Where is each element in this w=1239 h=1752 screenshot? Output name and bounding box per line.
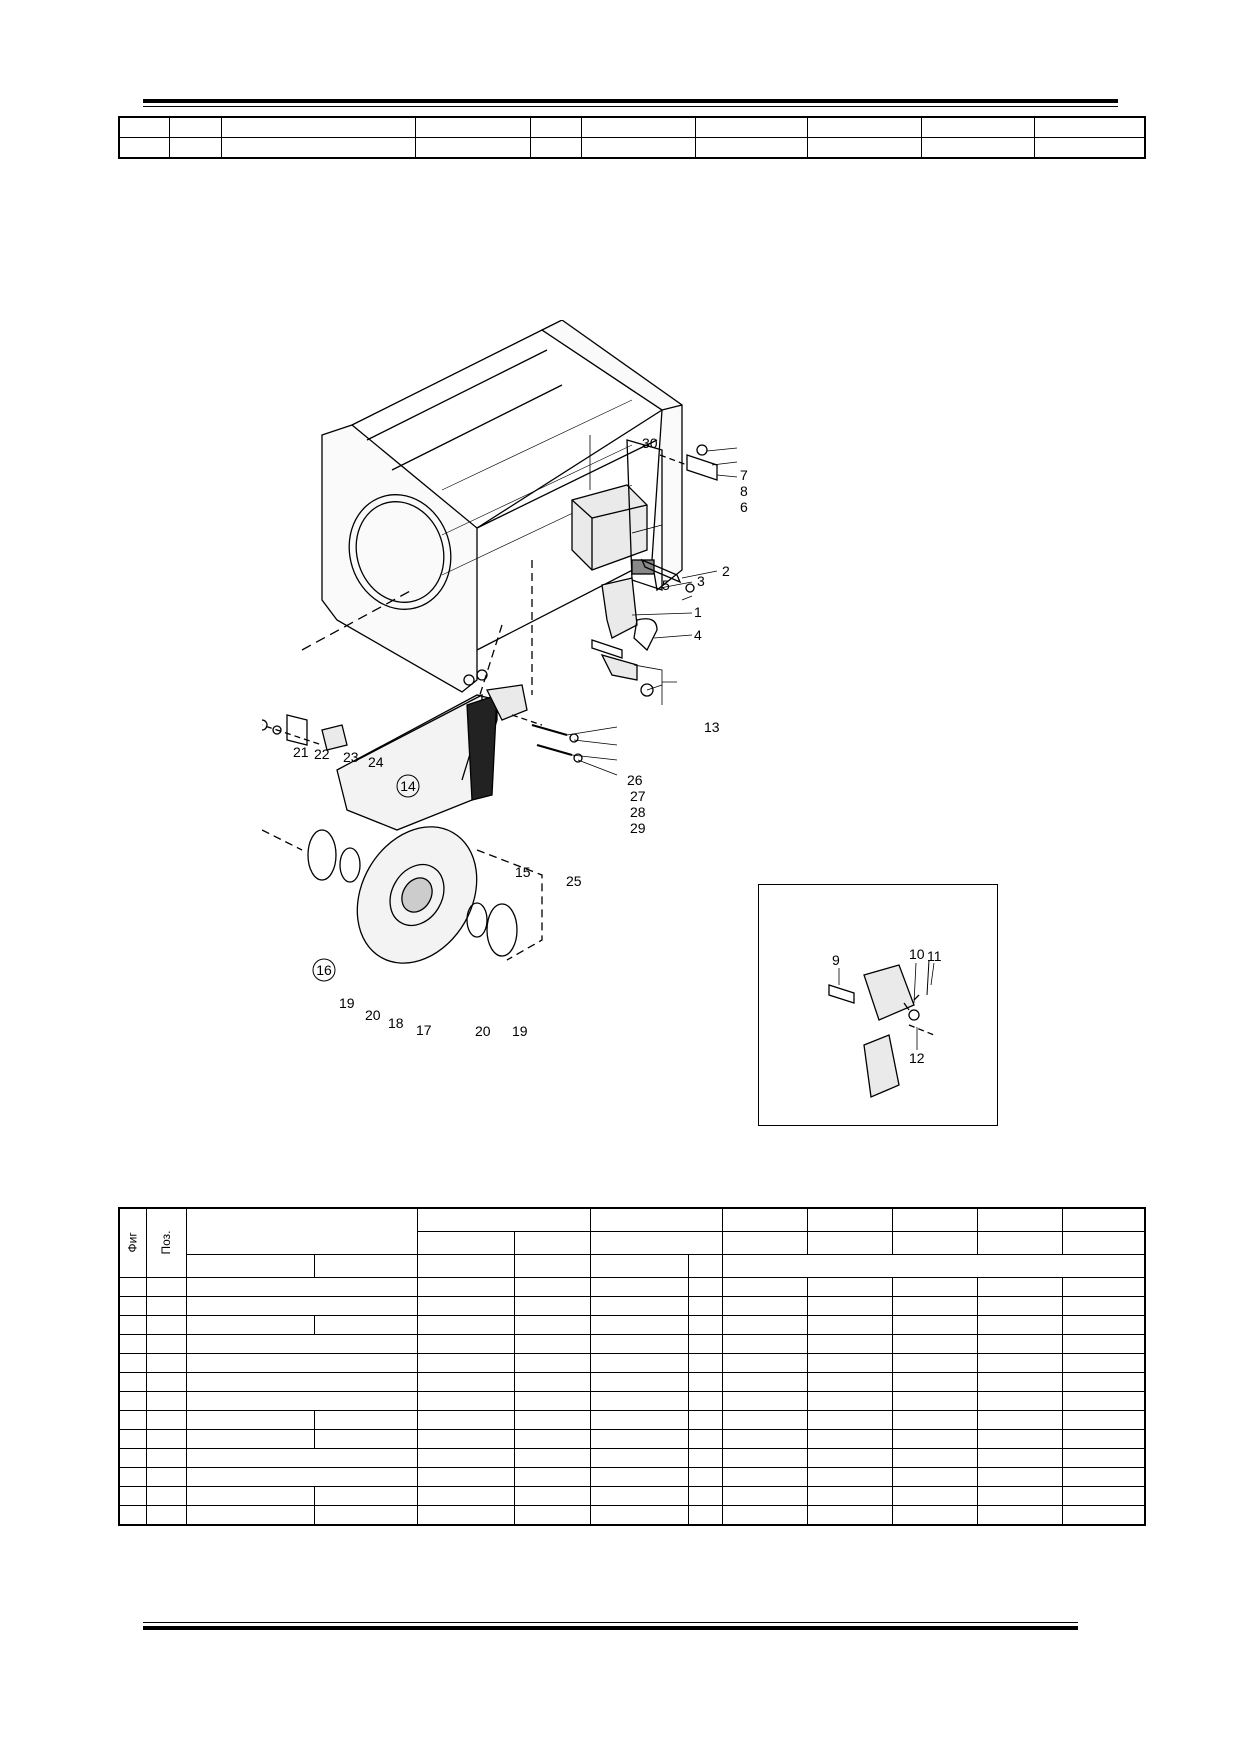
- footer-rule-thin: [143, 1622, 1078, 1623]
- callout-11: 11: [927, 948, 942, 964]
- callout-20-right: 20: [475, 1023, 491, 1039]
- callout-3: 3: [697, 573, 705, 589]
- callout-6: 6: [740, 499, 748, 515]
- table-row: [118, 1277, 1146, 1297]
- table-row: [118, 1486, 1146, 1506]
- table-row: [118, 1296, 1146, 1316]
- callout-9: 9: [832, 952, 840, 968]
- parts-table-header-row: Фиг Поз.: [119, 1207, 1146, 1278]
- table-row: [118, 1410, 1146, 1430]
- callout-17: 17: [416, 1022, 432, 1038]
- column-header-figure: Фиг: [119, 1208, 146, 1278]
- footer-rule-thick: [143, 1626, 1078, 1630]
- callout-23: 23: [343, 749, 359, 765]
- header-table-row: [118, 137, 1146, 159]
- callout-13: 13: [704, 719, 720, 735]
- parts-table-header-row: [119, 1231, 1146, 1255]
- column-header-position: Поз.: [146, 1208, 186, 1278]
- callout-24: 24: [368, 754, 384, 770]
- callout-26: 26: [627, 772, 643, 788]
- callout-1: 1: [694, 604, 702, 620]
- callout-2: 2: [722, 563, 730, 579]
- callout-14: 14: [400, 778, 416, 794]
- table-row: [118, 1353, 1146, 1373]
- callout-22: 22: [314, 746, 330, 762]
- header-rule-thick: [143, 99, 1118, 103]
- callout-20: 20: [365, 1007, 381, 1023]
- callout-19-right: 19: [512, 1023, 528, 1039]
- callout-29: 29: [630, 820, 646, 836]
- header-rule-thin: [143, 106, 1118, 107]
- table-row: [118, 1372, 1146, 1392]
- callout-15: 15: [515, 864, 531, 880]
- table-row: [118, 1505, 1146, 1526]
- callout-7: 7: [740, 467, 748, 483]
- parts-table-header-row: [119, 1254, 1146, 1278]
- header-table: [118, 116, 1146, 159]
- table-row: [118, 1334, 1146, 1354]
- callout-19: 19: [339, 995, 355, 1011]
- callout-21: 21: [293, 744, 309, 760]
- callout-10: 10: [909, 946, 925, 962]
- parts-list-table: Фиг Поз.: [118, 1207, 1146, 1526]
- table-row: [118, 1429, 1146, 1449]
- callout-circle-14: [396, 774, 420, 798]
- callout-30: 30: [642, 435, 658, 451]
- callout-16: 16: [316, 962, 332, 978]
- table-row: [118, 1391, 1146, 1411]
- callout-18: 18: [388, 1015, 404, 1031]
- callout-28: 28: [630, 804, 646, 820]
- table-row: [118, 1448, 1146, 1468]
- callout-25: 25: [566, 873, 582, 889]
- callout-27: 27: [630, 788, 646, 804]
- header-table-row: [118, 116, 1146, 138]
- callout-8: 8: [740, 483, 748, 499]
- callout-5: 5: [662, 577, 670, 593]
- callout-4: 4: [694, 627, 702, 643]
- callout-12: 12: [909, 1050, 925, 1066]
- table-row: [118, 1467, 1146, 1487]
- callout-circle-16: [312, 958, 336, 982]
- table-row: [118, 1315, 1146, 1335]
